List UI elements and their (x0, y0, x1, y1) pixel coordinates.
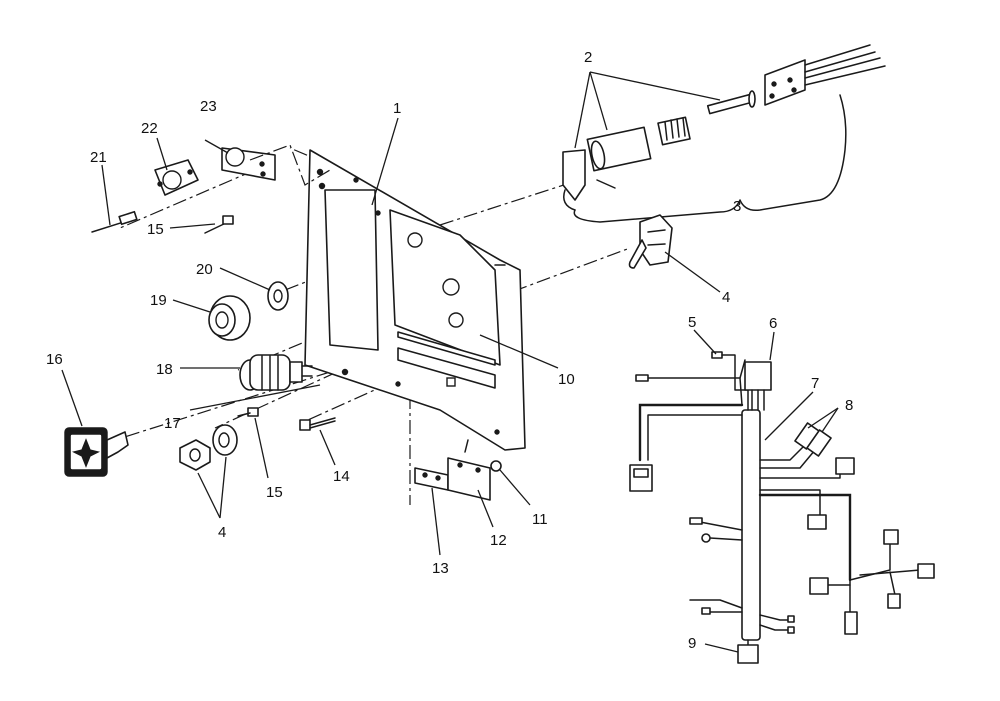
switch-assembly (562, 44, 886, 223)
callout-9: 9 (688, 635, 696, 652)
callout-18: 18 (156, 361, 173, 378)
callout-7: 7 (811, 375, 819, 392)
dash-panel (304, 149, 526, 451)
toggle-switch (628, 214, 721, 293)
nut-and-washer (172, 267, 289, 341)
callout-1: 1 (393, 100, 401, 117)
callout-19: 19 (150, 292, 167, 309)
callout-12: 12 (490, 532, 507, 549)
callout-23: 23 (200, 98, 217, 115)
callout-21: 21 (90, 149, 107, 166)
callout-3: 3 (733, 198, 741, 215)
callout-labels: 1 2 3 4 4 5 6 7 8 9 10 11 12 13 14 15 15… (46, 49, 853, 652)
mounting-bracket (414, 439, 531, 556)
callout-2: 2 (584, 49, 592, 66)
callout-15-bottom: 15 (266, 484, 283, 501)
callout-13: 13 (432, 560, 449, 577)
callout-5: 5 (688, 314, 696, 331)
callout-10: 10 (558, 371, 575, 388)
callout-11: 11 (532, 511, 548, 528)
ignition-key (61, 369, 129, 477)
callout-16: 16 (46, 351, 63, 368)
callout-14: 14 (333, 468, 350, 485)
lamp-socket-parts (91, 144, 331, 234)
ignition-switch (180, 354, 313, 391)
callout-8: 8 (845, 397, 853, 414)
callout-17: 17 (164, 415, 181, 432)
callout-6: 6 (769, 315, 777, 332)
right-leaders (101, 117, 839, 653)
bezel-nut (179, 424, 238, 519)
leader-10 (479, 334, 559, 369)
wiring-harness (629, 351, 935, 664)
callout-4-nut: 4 (218, 524, 226, 541)
callout-4-switch: 4 (722, 289, 730, 306)
screws-and-bolts (189, 384, 336, 479)
callout-20: 20 (196, 261, 213, 278)
callout-22: 22 (141, 120, 158, 137)
callout-15-top: 15 (147, 221, 164, 238)
